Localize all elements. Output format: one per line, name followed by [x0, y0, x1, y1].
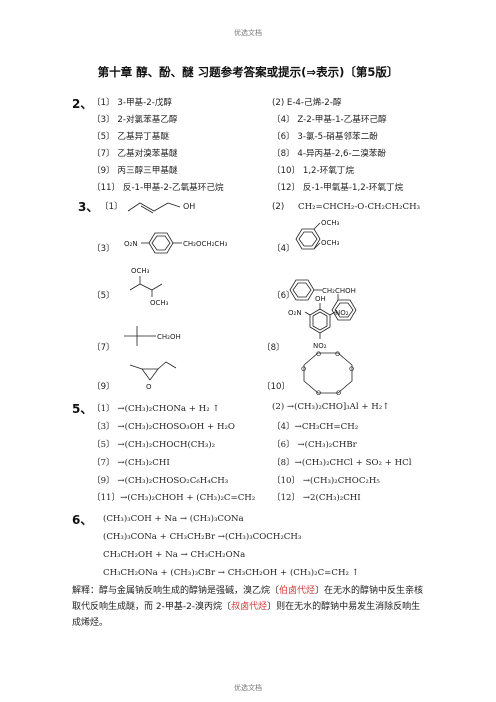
q6-explanation: 解释：醇与金属钠反响生成的醇钠是强碱，溴乙烷〔伯卤代烃〕在无水的醇钠中反生亲核取…: [72, 583, 428, 631]
page-footer: 优选文档: [234, 684, 262, 692]
q6-equation: CH₃CH₂ONa + (CH₃)₃CBr → CH₃CH₂OH + (CH₃)…: [103, 568, 359, 578]
q2-item: 〔4〕 Z-2-甲基-1-乙基环己醇: [272, 115, 387, 125]
structure-4-och3-bottom-label: OCH₃: [321, 239, 340, 247]
q3-label: 〔7〕: [92, 343, 115, 353]
q3-label: 〔10〕: [262, 382, 291, 392]
q2-item: 〔9〕 丙三醇三甲基醚: [92, 166, 178, 176]
q6-equation: (CH₃)₃CONa + CH₃CH₂Br →(CH₃)₃COCH₂CH₃: [103, 532, 302, 542]
crown-oxygen-label: O: [335, 350, 340, 358]
crown-oxygen-label: O: [301, 365, 306, 373]
structure-10: [303, 352, 353, 394]
q2-item: 〔8〕 4-异丙基-2,6-二溴苯酚: [272, 149, 386, 159]
q2-item: 〔12〕 反-1-甲氧基-1,2-环氧丁烷: [272, 183, 404, 193]
q5-item: 〔9〕 →(CH₃)₂CHOSO₂C₆H₄CH₃: [92, 476, 229, 486]
structure-8: [304, 303, 336, 339]
q5-item: 〔5〕 →(CH₃)₂CHOCH(CH₃)₂: [92, 440, 216, 450]
q2-item: 〔6〕 3-氯-5-硝基邻苯二酚: [272, 132, 378, 142]
note-text: 〕则在无水的醇钠中易发生消除反响生成烯烃。: [72, 602, 421, 628]
crown-oxygen-label: O: [336, 389, 341, 397]
q3-label: (2): [272, 202, 285, 212]
note-text: 解释：醇与金属钠反响生成的醇钠是强碱，溴乙烷〔: [72, 586, 280, 596]
structure-6-chain-label: CH₂CHOH: [322, 287, 356, 295]
q3-label: 〔6〕: [272, 291, 295, 301]
crown-oxygen-label: O: [316, 389, 321, 397]
q3-label: 〔1〕: [100, 202, 123, 212]
q5-item: 〔1〕 →(CH₃)₂CHONa + H₂ ↑: [92, 404, 220, 414]
q2-number: 2、: [72, 97, 93, 111]
q2-item: (2) E-4-己烯-2-醇: [272, 98, 342, 108]
q3-label: 〔8〕: [262, 343, 285, 353]
q5-item: 〔3〕 →(CH₃)₂CHOSO₃OH + H₂O: [92, 422, 235, 432]
q2-item: 〔1〕 3-甲基-2-戊醇: [92, 98, 173, 108]
page-header: 优选文档: [234, 29, 262, 37]
q2-item: 〔11〕 反-1-甲基-2-乙氧基环己烷: [92, 183, 224, 193]
q3-number: 3、: [78, 200, 99, 214]
structure-7-chain-label: CH₂OH: [157, 333, 181, 341]
crown-oxygen-label: O: [316, 350, 321, 358]
q2-item: 〔5〕 乙基异丁基醚: [92, 132, 169, 142]
structure-3: [141, 232, 182, 254]
structure-4: [295, 222, 321, 250]
structure-5-och3-bottom-label: OCH₃: [150, 299, 169, 307]
q3-label: 〔3〕: [92, 244, 115, 254]
q2-item: 〔3〕 2-对氯苯基乙醇: [92, 115, 178, 125]
structure-1: [127, 202, 181, 214]
q5-item: 〔11〕→(CH₃)₂CHOH + (CH₃)₂C=CH₂: [92, 493, 256, 503]
note-highlight: 伯卤代烃: [279, 586, 316, 596]
q2-item: 〔10〕 1,2-环氧丁烷: [272, 166, 354, 176]
note-highlight: 叔卤代烃: [231, 602, 268, 612]
structure-5: [129, 276, 163, 297]
crown-oxygen-label: O: [349, 365, 354, 373]
structure-9: [129, 361, 177, 381]
q5-number: 5、: [72, 402, 93, 416]
structure-7: [124, 326, 156, 346]
q5-item: 〔6〕 →(CH₃)₂CHBr: [272, 440, 357, 450]
q5-item: 〔8〕→(CH₃)₂CHCl + SO₂ + HCl: [272, 458, 412, 468]
q6-equation: (CH₃)₃COH + Na → (CH₃)₃CONa: [103, 514, 244, 524]
q5-item: 〔7〕 →(CH₃)₂CHI: [92, 458, 170, 468]
structure-4-och3-top-label: OCH₃: [321, 219, 340, 227]
q5-item: 〔10〕 →(CH₃)₂CHOC₂H₅: [272, 476, 380, 486]
q2-item: 〔7〕 乙基对溴苯基醚: [92, 149, 178, 159]
q6-number: 6、: [72, 513, 93, 527]
q5-item: 〔12〕 →2(CH₃)₂CHI: [272, 493, 361, 503]
q5-item: (2) →(CH₃)₂CHO]₃Al + H₂↑: [272, 402, 390, 412]
note-text: 〕在无水的醇钠中反生亲核取代反响生成醚，而 2-甲基-2-溴丙烷〔: [72, 586, 424, 612]
page-title: 第十章 醇、酚、醚 习题参考答案或提示(⇒表示)〔第5版〕: [97, 65, 399, 79]
q5-item: 〔4〕→CH₃CH=CH₂: [272, 422, 359, 432]
structure-9-oxygen-label: O: [146, 383, 152, 391]
structure-3-no2-label: O₂N: [124, 240, 138, 248]
structure-8-no2-bottom-label: NO₂: [313, 342, 327, 350]
structure-6: [289, 279, 357, 321]
structure-3-chain-label: CH₂OCH₂CH₃: [183, 240, 228, 248]
structure-8-no2-left-label: O₂N: [288, 309, 302, 317]
structure-5-och3-top-label: OCH₃: [131, 267, 150, 275]
structure-1-oh-label: OH: [183, 202, 195, 211]
q3-label: 〔9〕: [92, 382, 115, 392]
structure-8-oh-label: OH: [315, 295, 326, 303]
q3-formula-2: CH₂=CHCH₂-O-CH₂CH₂CH₃: [298, 202, 421, 212]
structure-8-no2-right-label: NO₂: [335, 309, 349, 317]
q3-label: 〔5〕: [92, 291, 115, 301]
q6-equation: CH₃CH₂OH + Na → CH₃CH₂ONa: [103, 550, 246, 560]
q3-label: 〔4〕: [272, 244, 295, 254]
